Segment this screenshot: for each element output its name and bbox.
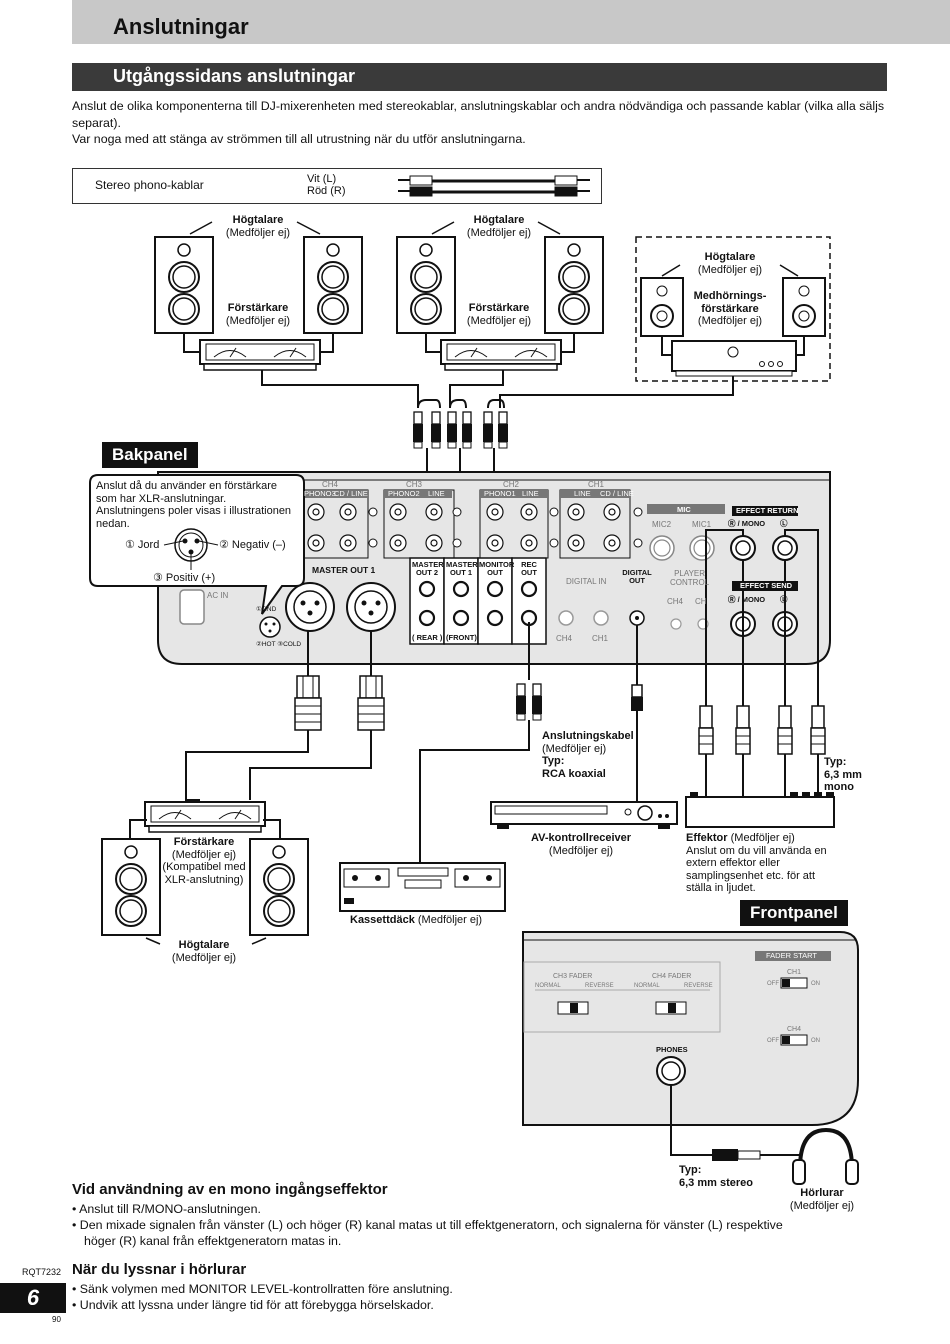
fader-start-ch4-label: CH4 bbox=[787, 1026, 802, 1033]
gnd-label: ①GND bbox=[256, 606, 277, 613]
effect-send-l-label: Ⓛ bbox=[780, 595, 788, 604]
amp-label-2: Förstärkare(Medföljer ej) bbox=[466, 302, 532, 327]
cable-white-label: Vit (L) bbox=[307, 173, 337, 185]
page-title: Anslutningar bbox=[113, 14, 249, 39]
ch4-label: CH4 bbox=[322, 480, 339, 489]
cable-red-label: Röd (R) bbox=[307, 185, 346, 197]
digital-in-ch4-label: CH4 bbox=[556, 634, 573, 643]
rear-panel-tag: Bakpanel bbox=[102, 442, 198, 468]
headphones-heading: När du lyssnar i hörlurar bbox=[72, 1261, 247, 1278]
cd-line-label-1: CD / LINE bbox=[600, 489, 634, 498]
effect-return-l-label: Ⓛ bbox=[780, 519, 788, 528]
headphones-bullet-2: • Undvik att lyssna under längre tid för… bbox=[72, 1298, 434, 1312]
av-receiver-label: AV-kontrollreceiver(Medföljer ej) bbox=[530, 832, 632, 857]
speaker-label-monitor: Högtalare(Medföljer ej) bbox=[697, 251, 763, 276]
cd-line-label-4: CD / LINE bbox=[334, 489, 368, 498]
page-number-tab: 6 bbox=[0, 1283, 66, 1313]
line-label-1: LINE bbox=[574, 489, 591, 498]
line-label-3: LINE bbox=[428, 489, 445, 498]
ch3-fader-label: CH3 FADER bbox=[553, 973, 593, 980]
ch3-normal-label: NORMAL bbox=[535, 983, 561, 989]
player-ch-label: CH bbox=[695, 597, 707, 606]
mono-effect-bullet-1: • Anslut till R/MONO-anslutningen. bbox=[72, 1202, 261, 1216]
mono-effect-bullet-2: • Den mixade signalen från vänster (L) o… bbox=[72, 1218, 783, 1232]
document-code: RQT7232 bbox=[22, 1267, 62, 1277]
ch4-normal-label: NORMAL bbox=[634, 983, 660, 989]
stereo-cable-icon bbox=[398, 175, 590, 197]
xlr-pin3-label: ③ Positiv (+) bbox=[153, 572, 216, 584]
ch2-label: CH2 bbox=[503, 480, 520, 489]
phono2-label: PHONO2 bbox=[388, 489, 420, 498]
hot-cold-label: ②HOT ③COLD bbox=[256, 641, 302, 648]
ch4-on-label: ON bbox=[811, 1038, 820, 1044]
ch4-fader-label: CH4 FADER bbox=[652, 973, 692, 980]
section-bar bbox=[72, 63, 887, 91]
ch3-label: CH3 bbox=[406, 480, 423, 489]
ch1-label: CH1 bbox=[588, 480, 605, 489]
type-stereo-label: Typ:6,3 mm stereo bbox=[679, 1164, 753, 1189]
amp-label-1: Förstärkare(Medföljer ej) bbox=[225, 302, 291, 327]
mic2-label: MIC2 bbox=[652, 520, 672, 529]
xlr-callout-text: Anslut då du använder en förstärkare som… bbox=[96, 480, 292, 530]
headphones-label: Hörlurar(Medföljer ej) bbox=[789, 1187, 855, 1212]
ac-in-label: AC IN bbox=[207, 591, 229, 600]
bottom-amp-label: Förstärkare(Medföljer ej)(Kompatibel med… bbox=[162, 836, 246, 886]
front-panel-tag: Frontpanel bbox=[740, 900, 848, 926]
bottom-speaker-label: Högtalare(Medföljer ej) bbox=[171, 939, 237, 964]
sub-page-number: 90 bbox=[52, 1315, 61, 1324]
intro-paragraph-2: Var noga med att stänga av strömmen till… bbox=[72, 132, 526, 146]
section-title: Utgångssidans anslutningar bbox=[113, 66, 356, 86]
mono-effect-heading: Vid användning av en mono ingångseffekto… bbox=[72, 1181, 388, 1198]
effector-label: Effektor (Medföljer ej)Anslut om du vill… bbox=[686, 832, 827, 894]
xlr-pin1-label: ① Jord bbox=[125, 539, 160, 551]
ch4-reverse-label: REVERSE bbox=[684, 983, 713, 989]
line-label-2: LINE bbox=[522, 489, 539, 498]
fader-start-ch1-label: CH1 bbox=[787, 969, 802, 976]
front-label: (FRONT) bbox=[446, 633, 477, 642]
master-out-1-label: MASTER OUT 1 bbox=[312, 565, 376, 575]
headphones-bullet-1: • Sänk volymen med MONITOR LEVEL-kontrol… bbox=[72, 1282, 453, 1296]
player-ch4-label: CH4 bbox=[667, 597, 684, 606]
cassette-deck-label: Kassettdäck (Medföljer ej) bbox=[350, 914, 483, 926]
monitor-amp-label: Medhörnings-förstärkare(Medföljer ej) bbox=[693, 290, 767, 327]
xlr-pin2-label: ② Negativ (–) bbox=[219, 539, 286, 551]
effect-send-rmono-label: Ⓡ / MONO bbox=[728, 595, 766, 604]
ch3-reverse-label: REVERSE bbox=[585, 983, 614, 989]
effect-return-label: EFFECT RETURN bbox=[736, 506, 799, 515]
title-bar bbox=[72, 0, 950, 44]
connection-cable-label: Anslutningskabel(Medföljer ej)Typ:RCA ko… bbox=[542, 730, 634, 780]
phones-label: PHONES bbox=[656, 1045, 688, 1054]
digital-in-label: DIGITAL IN bbox=[566, 577, 607, 586]
cable-legend-label: Stereo phono-kablar bbox=[95, 178, 204, 192]
speaker-label-2: Högtalare(Medföljer ej) bbox=[466, 214, 532, 239]
digital-in-ch1-label: CH1 bbox=[592, 634, 609, 643]
ch1-on-label: ON bbox=[811, 981, 820, 987]
effect-send-label: EFFECT SEND bbox=[740, 581, 793, 590]
ch4-off-label: OFF bbox=[767, 1038, 779, 1044]
intro-paragraph-1: Anslut de olika komponenterna till DJ-mi… bbox=[72, 99, 885, 130]
ch1-off-label: OFF bbox=[767, 981, 779, 987]
cable-legend-box bbox=[72, 168, 602, 204]
rear-label: ( REAR ) bbox=[412, 633, 443, 642]
speaker-label-1: Högtalare(Medföljer ej) bbox=[225, 214, 291, 239]
phono3-label: PHONO3 bbox=[304, 489, 336, 498]
mono-effect-bullet-2-cont: höger (R) kanal från effektgeneratorn ma… bbox=[84, 1234, 342, 1248]
mic1-label: MIC1 bbox=[692, 520, 712, 529]
effect-return-rmono-label: Ⓡ / MONO bbox=[728, 519, 766, 528]
fader-start-label: FADER START bbox=[766, 951, 817, 960]
mic-label: MIC bbox=[677, 505, 691, 514]
phono1-label: PHONO1 bbox=[484, 489, 516, 498]
